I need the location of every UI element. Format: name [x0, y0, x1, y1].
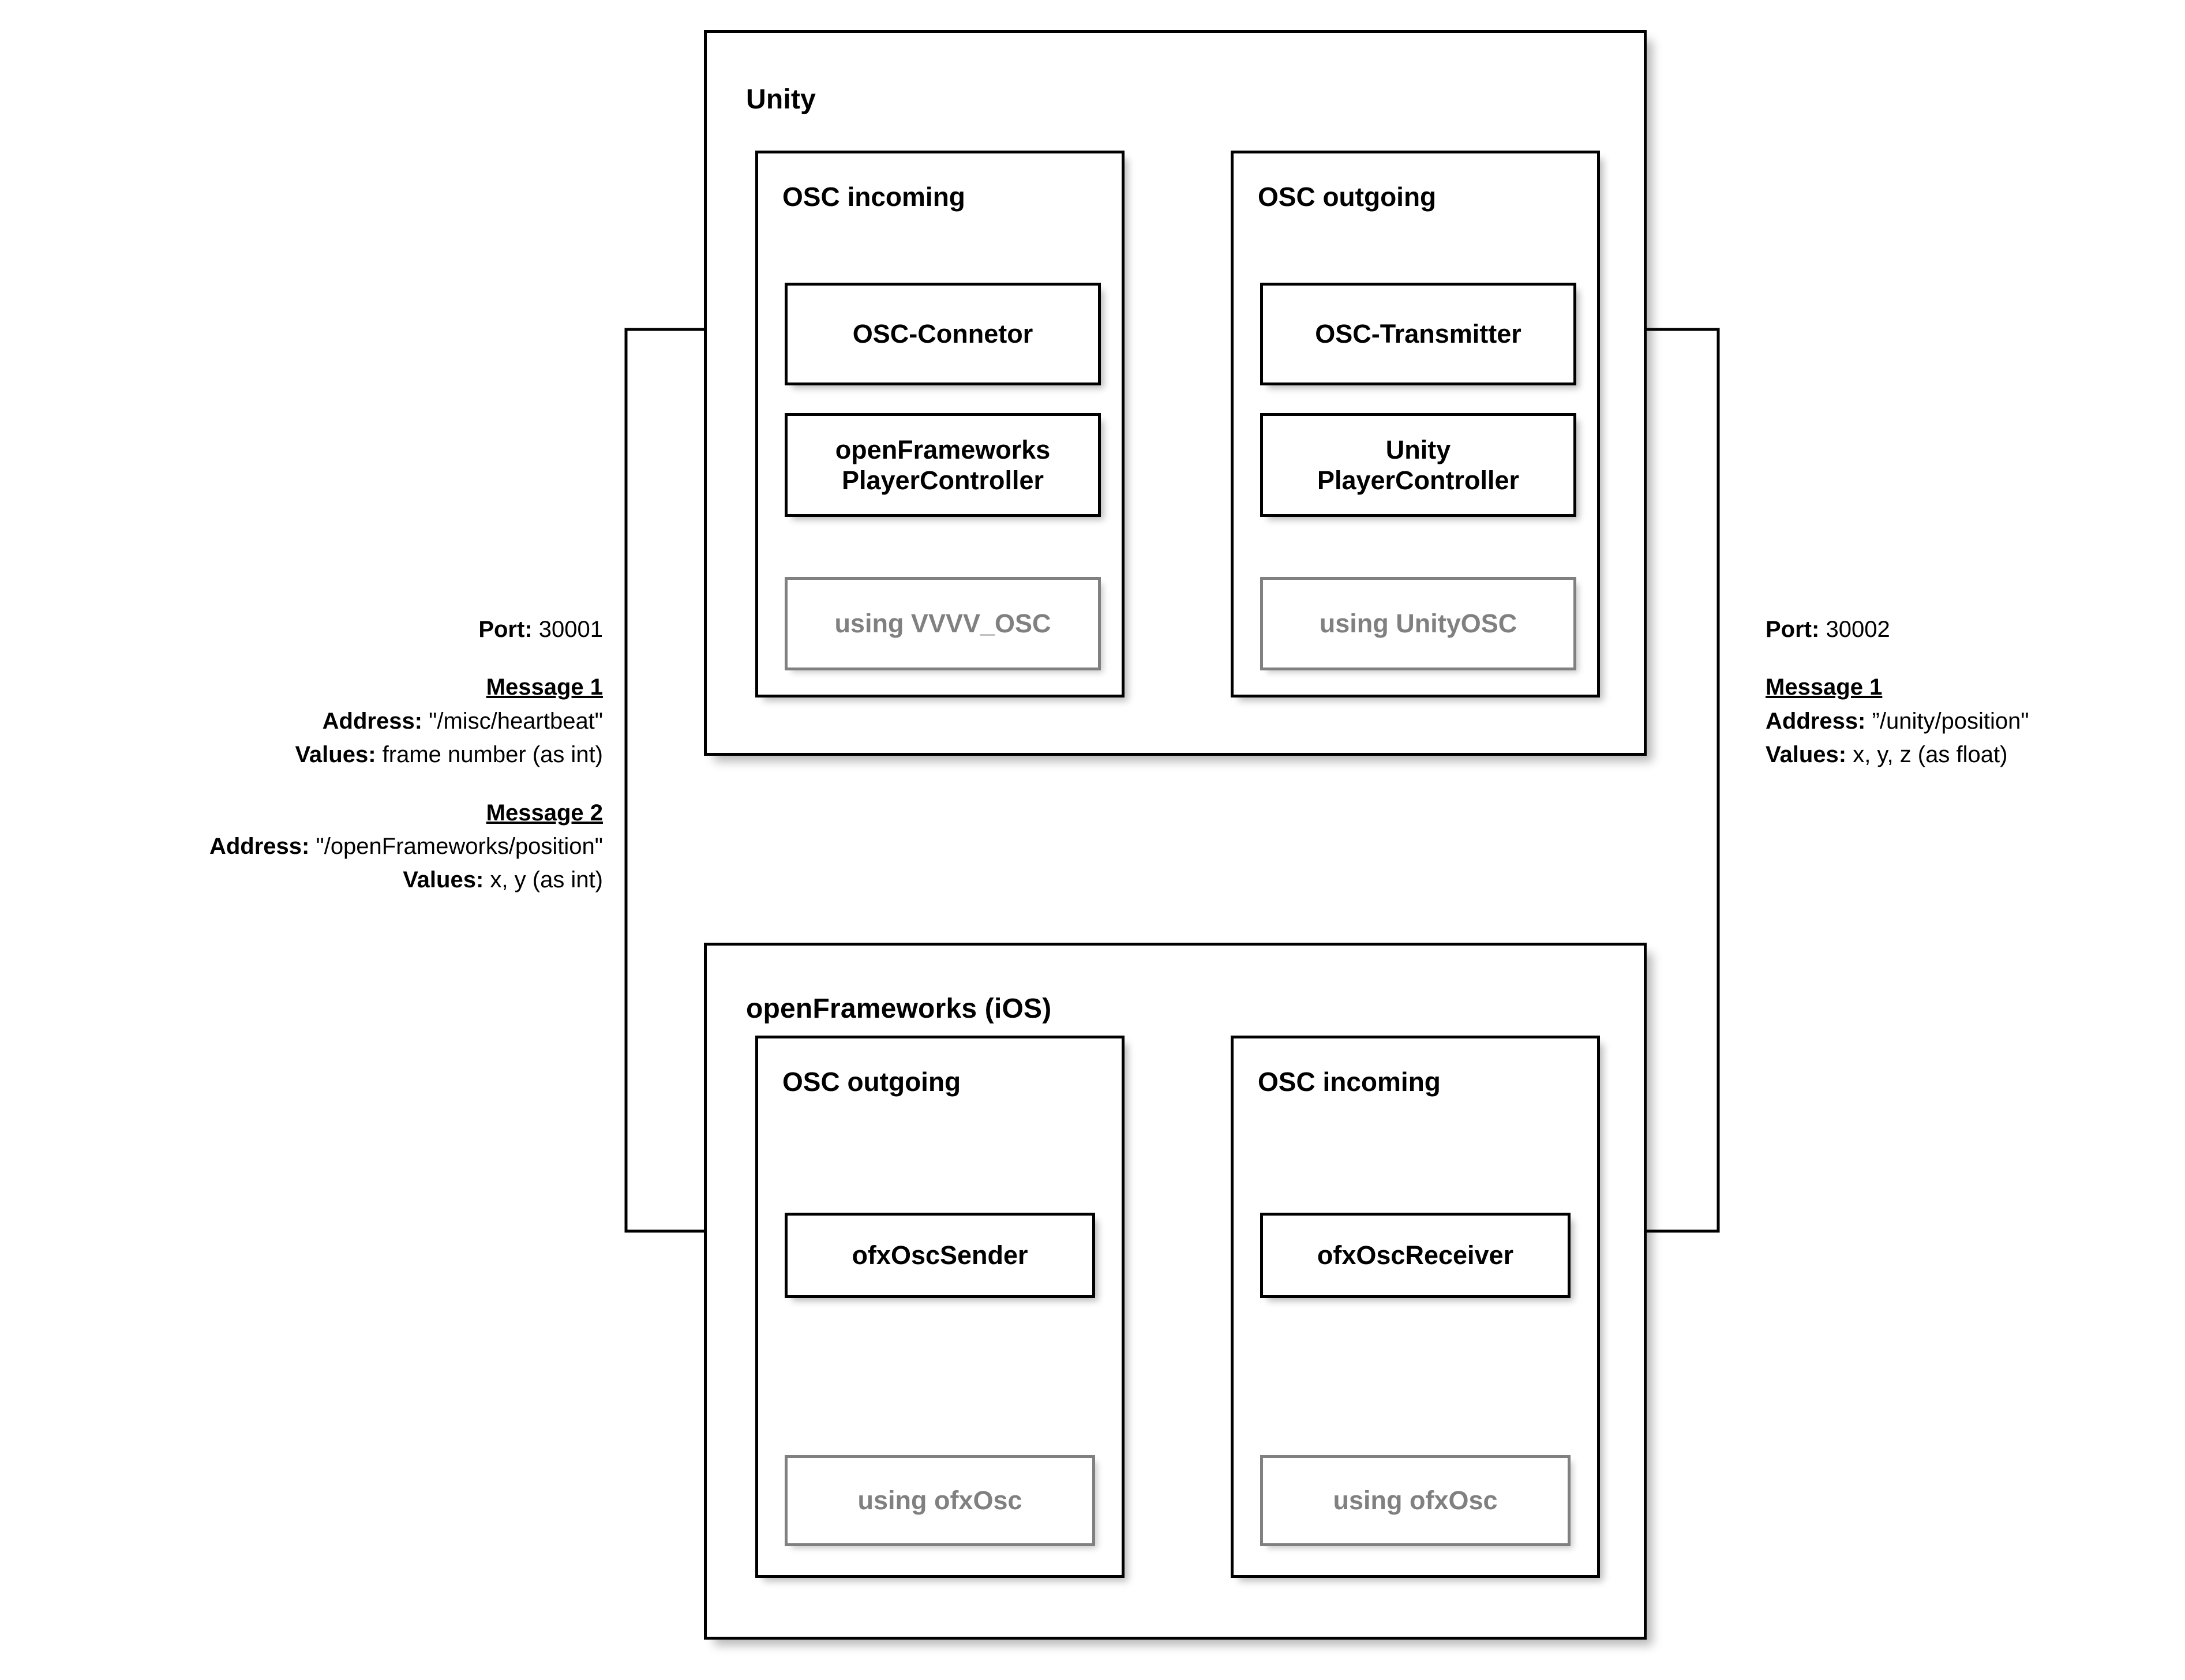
node-osc-connetor[interactable]: OSC-Connetor [785, 283, 1101, 385]
message-2-address-line: Address: "/openFrameworks/position" [35, 830, 603, 863]
library-vvvv-osc[interactable]: using VVVV_OSC [785, 577, 1101, 670]
channel-of-to-unity-annotation: Port: 30001 Message 1 Address: "/misc/he… [35, 613, 603, 897]
message-1-address-line: Address: ”/unity/position" [1766, 704, 2169, 738]
message-1-address-label: Address: [1766, 708, 1866, 734]
message-2-heading: Message 2 [486, 800, 603, 826]
port-value: 30001 [538, 617, 603, 642]
message-1-address-value: "/misc/heartbeat" [429, 708, 603, 734]
library-unity-osc[interactable]: using UnityOSC [1260, 577, 1576, 670]
port-label: Port: [1766, 617, 1820, 642]
node-osc-transmitter[interactable]: OSC-Transmitter [1260, 283, 1576, 385]
panel-unity-osc-outgoing[interactable]: OSC outgoing OSC-Transmitter Unity Playe… [1231, 151, 1600, 697]
panel-of-osc-outgoing[interactable]: OSC outgoing ofxOscSender using ofxOsc [755, 1036, 1125, 1578]
message-1-address-value: ”/unity/position" [1872, 708, 2029, 734]
panel-unity-osc-outgoing-title: OSC outgoing [1258, 182, 1437, 212]
message-2-values-label: Values: [403, 867, 484, 893]
node-ofx-osc-receiver[interactable]: ofxOscReceiver [1260, 1213, 1571, 1298]
panel-of-osc-incoming-title: OSC incoming [1258, 1067, 1441, 1097]
channel-unity-to-of-port-line: Port: 30002 [1766, 613, 2169, 646]
node-unity-player-controller[interactable]: Unity PlayerController [1260, 413, 1576, 517]
node-openframeworks-player-controller[interactable]: openFrameworks PlayerController [785, 413, 1101, 517]
spacer [35, 772, 603, 796]
message-2-values-value: x, y (as int) [490, 867, 603, 893]
message-1-values-label: Values: [1766, 742, 1847, 768]
message-1-values-value: frame number (as int) [382, 742, 603, 768]
message-2-values-line: Values: x, y (as int) [35, 863, 603, 897]
message-1-values-value: x, y, z (as float) [1853, 742, 2008, 768]
spacer [35, 646, 603, 670]
message-1-values-label: Values: [295, 742, 376, 768]
panel-unity-osc-incoming-title: OSC incoming [782, 182, 965, 212]
spacer [1766, 646, 2169, 670]
message-1-heading: Message 1 [486, 674, 603, 700]
message-2-address-value: "/openFrameworks/position" [316, 833, 604, 859]
message-1-heading: Message 1 [1766, 674, 1883, 700]
container-openframeworks-ios[interactable]: openFrameworks (iOS) OSC outgoing ofxOsc… [704, 943, 1647, 1640]
message-1-heading-wrap: Message 1 [35, 670, 603, 704]
library-ofxosc-sender[interactable]: using ofxOsc [785, 1455, 1095, 1546]
node-ofx-osc-sender[interactable]: ofxOscSender [785, 1213, 1095, 1298]
message-2-heading-wrap: Message 2 [35, 796, 603, 830]
panel-of-osc-incoming[interactable]: OSC incoming ofxOscReceiver using ofxOsc [1231, 1036, 1600, 1578]
library-ofxosc-receiver[interactable]: using ofxOsc [1260, 1455, 1571, 1546]
container-unity[interactable]: Unity OSC incoming OSC-Connetor openFram… [704, 30, 1647, 756]
channel-unity-to-of-annotation: Port: 30002 Message 1 Address: ”/unity/p… [1766, 613, 2169, 772]
message-1-address-label: Address: [322, 708, 423, 734]
container-openframeworks-ios-title: openFrameworks (iOS) [746, 993, 1052, 1024]
message-1-values-line: Values: x, y, z (as float) [1766, 738, 2169, 771]
message-1-address-line: Address: "/misc/heartbeat" [35, 704, 603, 738]
port-value: 30002 [1826, 617, 1890, 642]
panel-unity-osc-incoming[interactable]: OSC incoming OSC-Connetor openFrameworks… [755, 151, 1125, 697]
container-unity-title: Unity [746, 84, 816, 115]
message-1-heading-wrap: Message 1 [1766, 670, 2169, 704]
channel-of-to-unity-port-line: Port: 30001 [35, 613, 603, 646]
port-label: Port: [478, 617, 533, 642]
message-1-values-line: Values: frame number (as int) [35, 738, 603, 771]
message-2-address-label: Address: [209, 833, 310, 859]
panel-of-osc-outgoing-title: OSC outgoing [782, 1067, 961, 1097]
